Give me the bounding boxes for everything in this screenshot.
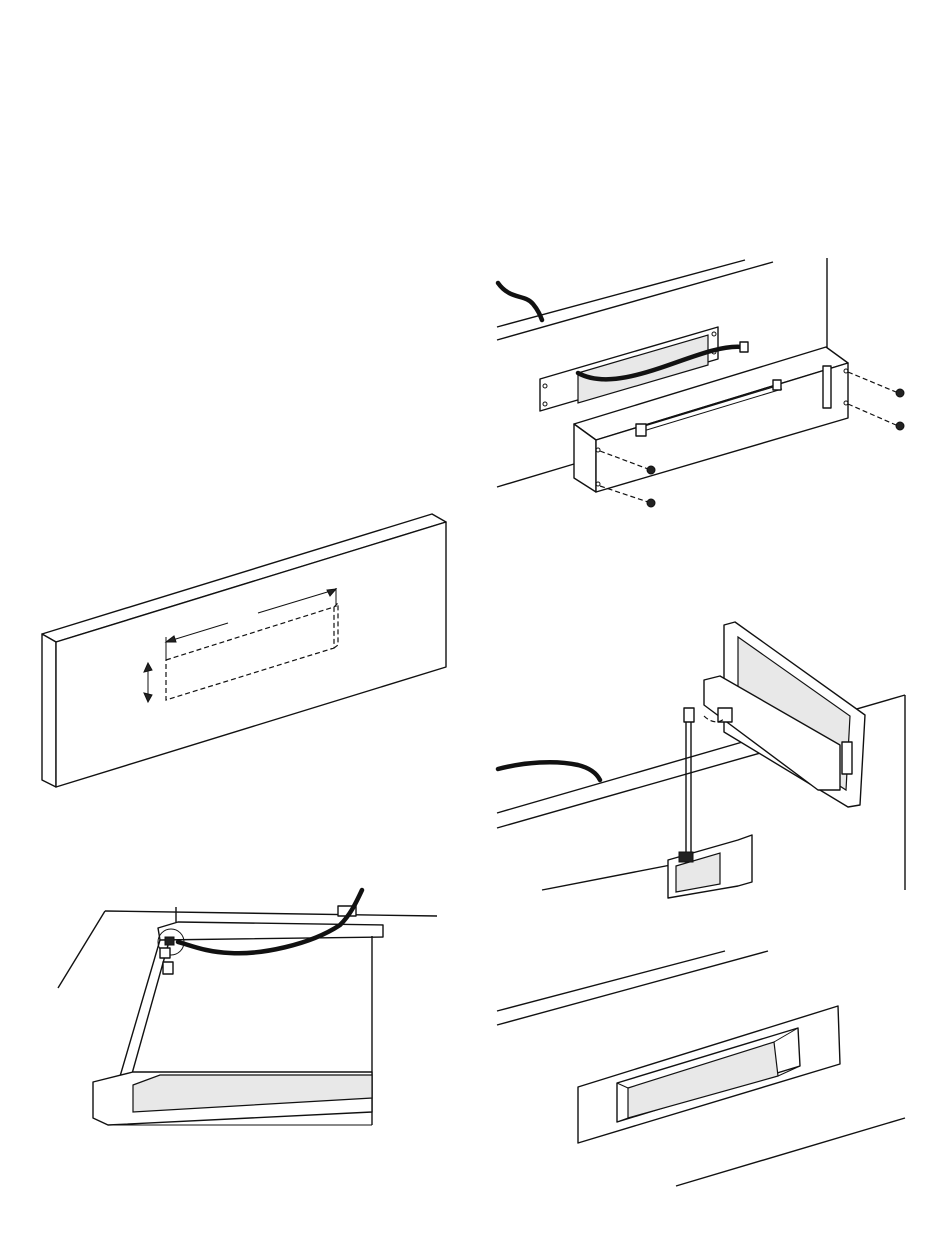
bezel-connector: [718, 708, 732, 722]
bezel-side-tab: [842, 742, 852, 774]
plate-cable-connector: [740, 342, 748, 352]
screw-icon: [647, 466, 655, 474]
front-frame-inner: [128, 938, 170, 1088]
front-frame-left: [116, 940, 160, 1090]
panel-front-face: [56, 522, 446, 787]
screw-path: [848, 372, 896, 392]
routed-cable: [178, 890, 362, 953]
cable-connector-icon: [165, 937, 174, 945]
bezel-connect-figure: [497, 622, 905, 898]
ceiling-back-edge: [105, 911, 437, 916]
screw-icon: [896, 422, 904, 430]
wall-top-edge-2: [497, 262, 773, 340]
finished-install-figure: [497, 951, 905, 1186]
left-wall-edge: [58, 911, 105, 988]
ceiling-cable-figure: [58, 890, 437, 1125]
supply-cable-mid: [498, 762, 600, 780]
supply-cable-top: [498, 283, 542, 320]
ribbon-connector-left: [636, 424, 646, 436]
screw-icon: [647, 499, 655, 507]
cutout-panel-figure: [42, 514, 446, 787]
mount-clip-b: [163, 962, 173, 974]
wall-edge-upper-2: [497, 951, 768, 1025]
hinge-bracket: [823, 366, 831, 408]
wall-bottom-edge: [497, 464, 574, 487]
wall-edge-upper-1: [497, 951, 725, 1011]
housing-install-figure: [497, 258, 904, 507]
ribbon-connector-right: [773, 380, 781, 390]
harness-top-plug: [684, 708, 694, 722]
screw-path: [848, 404, 896, 425]
panel-edge: [42, 634, 56, 787]
screw-icon: [896, 389, 904, 397]
harness-bottom-plug: [679, 852, 693, 862]
mount-clip-a: [160, 948, 170, 958]
wall-edge-lower: [676, 1118, 905, 1186]
support-rail: [158, 922, 383, 940]
wall-top-edge-1: [497, 260, 745, 327]
